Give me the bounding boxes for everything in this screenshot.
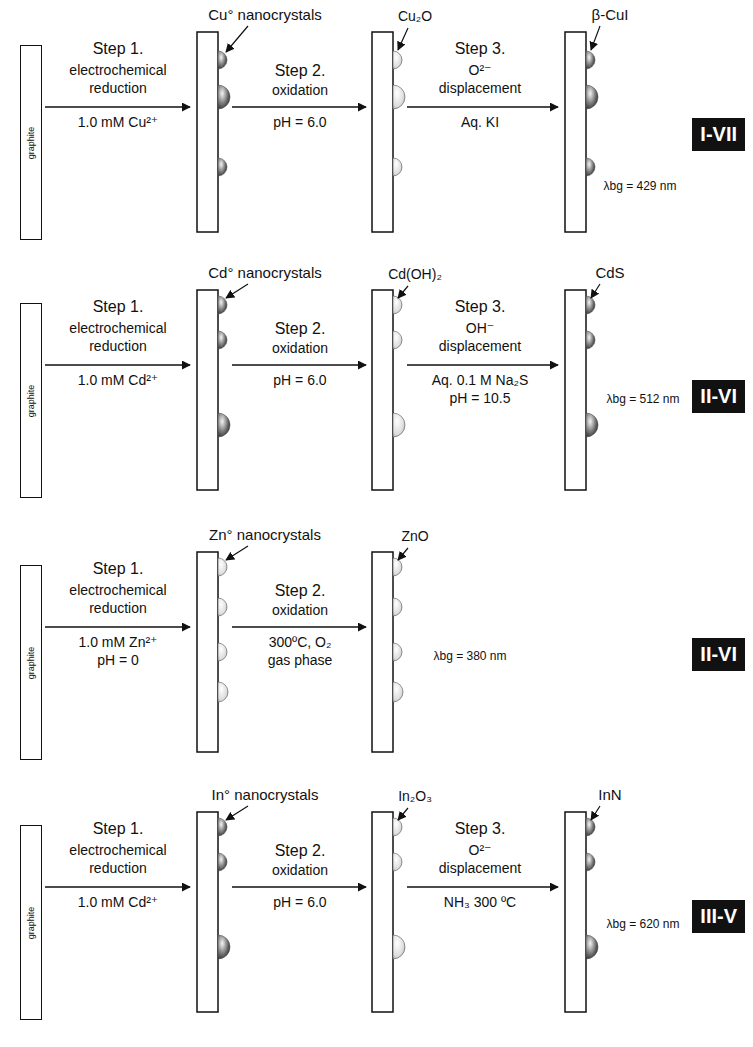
annotation-text: electrochemical [69,320,166,336]
electrode-label: graphite [26,126,36,159]
annotation-text: Step 3. [455,820,506,838]
annotation-text: In₂O₃ [398,788,432,804]
annotation-text: oxidation [272,602,328,618]
annotation-text: Step 2. [275,582,326,600]
annotation-text: NH₃ 300 ºC [444,894,516,910]
annotation-text: Step 1. [93,820,144,838]
annotation-text: reduction [89,338,147,354]
class-label: II-VI [700,385,737,407]
class-label: III-V [700,905,737,927]
annotation-text: electrochemical [69,842,166,858]
class-badge: II-VI [692,380,745,413]
annotation-text: pH = 6.0 [273,372,326,388]
annotation-text: Cd(OH)₂ [388,266,442,282]
annotation-text: 300ºC, O₂ [269,634,332,650]
annotation-text: 1.0 mM Cu²⁺ [78,114,159,130]
annotation-text: oxidation [272,862,328,878]
electrode-label: graphite [26,646,36,679]
annotation-text: CdS [595,264,624,281]
annotation-text: reduction [89,860,147,876]
electrode-label: graphite [26,906,36,939]
annotation-text: Cu° nanocrystals [208,6,322,23]
annotation-text: Step 2. [275,62,326,80]
annotation-text: 1.0 mM Cd²⁺ [78,894,159,910]
annotation-text: 1.0 mM Zn²⁺ [79,634,158,650]
electrode-label: graphite [26,384,36,417]
annotation-text: Zn° nanocrystals [209,526,321,543]
annotation-text: Aq. KI [461,114,499,130]
annotation-text: λbg = 620 nm [606,918,679,932]
electrode-box: graphite [20,565,42,760]
annotation-text: In° nanocrystals [212,786,319,803]
annotation-text: Step 1. [93,560,144,578]
electrode-box: graphite [20,45,42,240]
annotation-text: reduction [89,80,147,96]
annotation-text: electrochemical [69,582,166,598]
annotation-text: Step 3. [455,40,506,58]
annotation-text: O²⁻ [469,842,492,858]
annotation-text: Cu₂O [398,8,432,24]
annotation-text: OH⁻ [466,320,494,336]
annotation-text: displacement [439,860,522,876]
annotation-text: pH = 0 [97,652,139,668]
annotation-text: InN [598,786,621,803]
annotation-text: electrochemical [69,62,166,78]
annotation-text: Step 3. [455,298,506,316]
annotation-text: Cd° nanocrystals [208,264,322,281]
annotation-text: λbg = 429 nm [603,180,676,194]
annotation-text: ZnO [401,528,428,544]
annotation-text: λbg = 512 nm [606,393,679,407]
annotation-text: displacement [439,338,522,354]
annotation-text: Step 2. [275,842,326,860]
annotation-text: oxidation [272,340,328,356]
annotation-text: Step 2. [275,320,326,338]
annotation-text: pH = 6.0 [273,894,326,910]
annotation-text: pH = 10.5 [449,390,510,406]
annotation-text: Step 1. [93,40,144,58]
electrode-box: graphite [20,303,42,498]
annotation-text: Aq. 0.1 M Na₂S [432,372,528,388]
annotation-text: pH = 6.0 [273,114,326,130]
annotation-text: reduction [89,600,147,616]
class-label: II-VI [700,643,737,665]
class-badge: III-V [692,900,745,933]
annotation-text: λbg = 380 nm [433,650,506,664]
annotation-text: 1.0 mM Cd²⁺ [78,372,159,388]
annotation-text: gas phase [268,652,333,668]
class-badge: I-VII [692,118,745,151]
annotation-text: oxidation [272,82,328,98]
annotation-text: Step 1. [93,298,144,316]
annotation-text: displacement [439,80,522,96]
electrode-box: graphite [20,825,42,1020]
annotation-text: β-CuI [592,6,629,23]
class-label: I-VII [700,123,737,145]
class-badge: II-VI [692,638,745,671]
annotation-text: O²⁻ [469,62,492,78]
